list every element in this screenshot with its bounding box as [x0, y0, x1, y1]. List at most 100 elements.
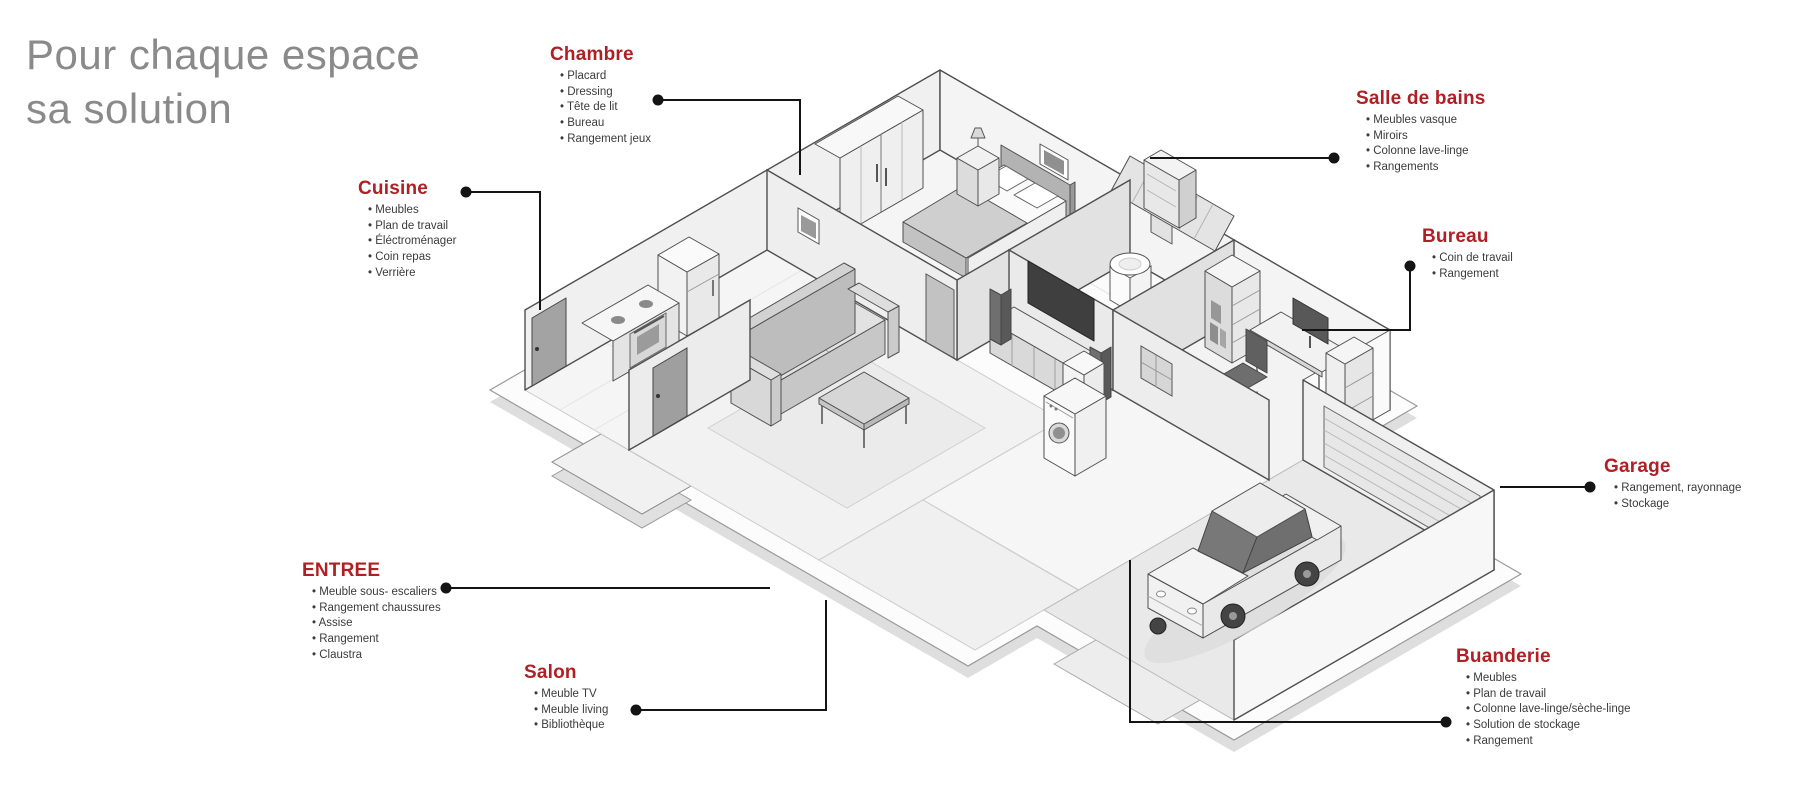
bedroom-front-wall	[766, 168, 958, 362]
kitchen-door	[531, 297, 567, 387]
callout-salon: Salon Meuble TV Meuble living Bibliothèq…	[524, 662, 608, 734]
callout-item: Rangement, rayonnage	[1614, 481, 1741, 497]
title-line-1: Pour chaque espace	[26, 31, 421, 78]
callout-buanderie-list: Meubles Plan de travail Colonne lave-lin…	[1456, 671, 1631, 749]
livingroom-picture-frame	[797, 207, 820, 245]
headlight	[1187, 607, 1197, 615]
callout-item: Plan de travail	[1466, 687, 1631, 703]
callout-item: Dressing	[560, 85, 651, 101]
callout-item: Assise	[312, 616, 441, 632]
callout-cuisine-list: Meubles Plan de travail Éléctroménager C…	[358, 203, 456, 281]
oven-window	[637, 324, 659, 355]
bedroom-doorway	[925, 273, 955, 359]
books	[1211, 300, 1221, 324]
callout-dot-bureau	[1404, 260, 1416, 272]
callout-bureau-title: Bureau	[1422, 226, 1489, 247]
callout-salle-de-bains-list: Meubles vasque Miroirs Colonne lave-ling…	[1356, 113, 1486, 176]
door-knob	[656, 394, 660, 398]
callout-entree-title: ENTREE	[302, 560, 381, 581]
entry-wall	[628, 298, 751, 452]
connector-entree	[440, 582, 770, 594]
callout-item: Meuble TV	[534, 687, 608, 703]
callout-item: Éléctroménager	[368, 234, 456, 250]
callout-item: Placard	[560, 69, 651, 85]
callout-item: Stockage	[1614, 497, 1741, 513]
callout-item: Claustra	[312, 648, 441, 664]
callout-chambre-list: Placard Dressing Tête de lit Bureau Rang…	[550, 69, 651, 147]
coffee-table	[818, 371, 910, 448]
connector-salle-de-bains	[1150, 152, 1340, 164]
callout-item: Meubles vasque	[1366, 113, 1486, 129]
callout-garage-title: Garage	[1604, 456, 1671, 477]
callout-item: Tête de lit	[560, 100, 651, 116]
car-roof	[1211, 482, 1306, 538]
connector-garage	[1500, 481, 1596, 493]
pillow	[1013, 182, 1059, 209]
connector-chambre	[652, 94, 801, 175]
callout-item: Meubles	[1466, 671, 1631, 687]
callout-item: Meuble living	[534, 703, 608, 719]
oven-counter	[581, 284, 680, 382]
car	[1147, 482, 1342, 639]
callout-garage-list: Rangement, rayonnage Stockage	[1604, 481, 1741, 512]
callout-item: Miroirs	[1366, 129, 1486, 145]
callout-item: Meuble sous- escaliers	[312, 585, 441, 601]
callout-item: Coin de travail	[1432, 251, 1513, 267]
callout-item: Bureau	[560, 116, 651, 132]
monitor	[1292, 297, 1329, 345]
entry-door	[652, 347, 688, 437]
callout-item: Rangement chaussures	[312, 601, 440, 617]
books	[1210, 322, 1218, 345]
callout-salle-de-bains-title: Salle de bains	[1356, 88, 1486, 109]
books	[1220, 328, 1226, 349]
garage-side-wall	[1233, 489, 1495, 721]
patio-floor	[817, 499, 1079, 651]
callout-item: Colonne lave-linge	[1366, 144, 1486, 160]
lamp-shade	[970, 127, 986, 139]
callout-chambre-title: Chambre	[550, 44, 634, 65]
callout-item: Verrière	[368, 266, 456, 282]
callout-salle-de-bains: Salle de bains Meubles vasque Miroirs Co…	[1356, 88, 1486, 176]
callout-dot-buanderie	[1440, 716, 1452, 728]
callout-dot-salle-de-bains	[1328, 152, 1340, 164]
callout-item: Rangement	[1432, 267, 1513, 283]
callout-dot-garage	[1584, 481, 1596, 493]
callout-buanderie: Buanderie Meubles Plan de travail Colonn…	[1456, 646, 1631, 749]
callout-item: Meubles	[368, 203, 456, 219]
wheel	[1149, 617, 1167, 635]
callout-entree-list: Meuble sous- escaliers Rangement chaussu…	[302, 585, 441, 663]
title-line-2: sa solution	[26, 84, 233, 132]
washing-machine	[1043, 377, 1107, 477]
burner	[639, 300, 653, 308]
page-title: Pour chaque espace sa solution	[26, 28, 420, 136]
connectors	[440, 94, 1596, 728]
callout-item: Solution de stockage	[1466, 718, 1631, 734]
callout-dot-salon	[630, 704, 642, 716]
callout-dot-chambre	[652, 94, 664, 106]
tv-screen	[1027, 260, 1095, 342]
callout-item: Rangements	[1366, 160, 1486, 176]
callout-chambre: Chambre Placard Dressing Tête de lit Bur…	[550, 44, 651, 147]
callout-item: Plan de travail	[368, 219, 456, 235]
connector-bureau	[1302, 260, 1416, 331]
callout-cuisine-title: Cuisine	[358, 178, 429, 199]
connector-cuisine	[460, 186, 541, 310]
callout-item: Rangement jeux	[560, 132, 651, 148]
callout-item: Bibliothèque	[534, 718, 608, 734]
laundry-window	[1140, 345, 1173, 397]
callout-entree: ENTREE Meuble sous- escaliers Rangement …	[302, 560, 441, 663]
callout-item: Colonne lave-linge/sèche-linge	[1466, 702, 1630, 718]
headlight	[1156, 590, 1166, 598]
kitchen-furniture	[581, 236, 720, 382]
connector-buanderie	[1129, 560, 1452, 728]
speaker-left	[989, 288, 1012, 346]
garage	[1144, 379, 1495, 721]
callout-buanderie-title: Buanderie	[1456, 646, 1551, 667]
office-front-wall	[1112, 308, 1270, 482]
callout-dot-entree	[440, 582, 452, 594]
callout-cuisine: Cuisine Meubles Plan de travail Éléctrom…	[358, 178, 456, 281]
callout-bureau-list: Coin de travail Rangement	[1422, 251, 1513, 282]
bedroom-picture-frame	[1039, 143, 1069, 181]
callout-garage: Garage Rangement, rayonnage Stockage	[1604, 456, 1741, 512]
